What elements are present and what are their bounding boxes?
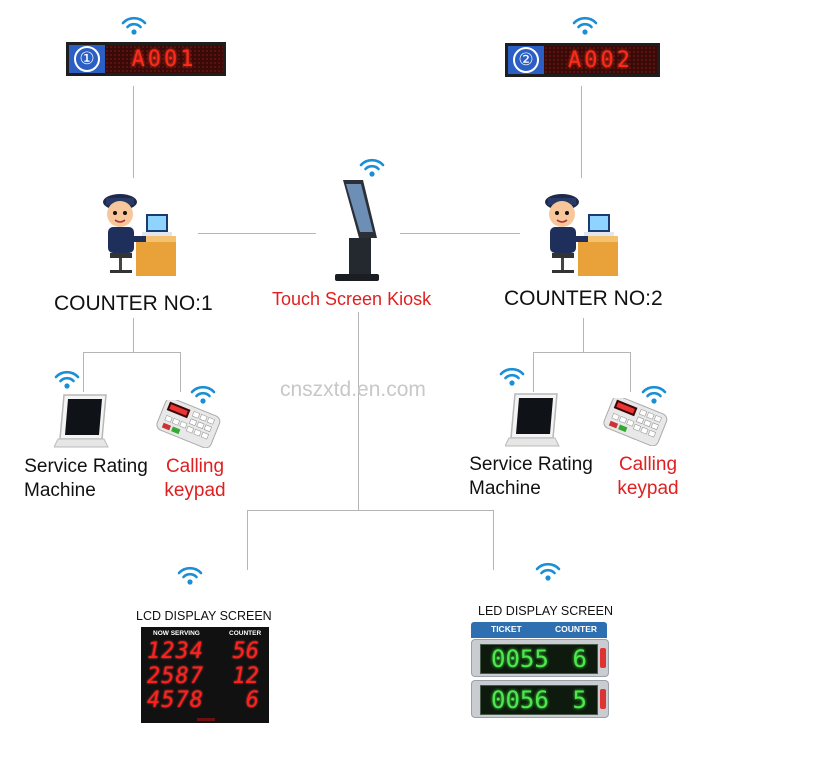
wifi-icon <box>641 385 667 404</box>
lcd-display-screen: NOW SERVING COUNTER 1234 56 2587 12 4578… <box>141 627 269 723</box>
led-row: 0056 5 <box>471 680 609 718</box>
lcd-row: 1234 56 <box>141 640 269 664</box>
connector-line <box>133 86 134 178</box>
led-header-bar: TICKET COUNTER <box>471 622 607 638</box>
ticket-code: A002 <box>568 47 633 73</box>
connector-line <box>83 352 84 392</box>
lcd-counter: 56 <box>232 639 260 664</box>
counter-badge: ② <box>508 46 544 74</box>
counter-1-label: COUNTER NO:1 <box>54 292 213 315</box>
connector-line <box>400 233 520 234</box>
counter-display-1: ① A001 <box>66 42 226 76</box>
label-line: Service Rating <box>469 454 593 475</box>
led-end-cap <box>600 689 606 709</box>
led-ticket: 0055 <box>491 645 549 673</box>
lcd-counter: 6 <box>245 688 259 713</box>
tablet-icon <box>54 394 109 448</box>
connector-line <box>581 86 582 178</box>
label-line: keypad <box>617 478 679 499</box>
connector-line <box>83 352 181 353</box>
officer-at-desk-icon <box>103 194 176 276</box>
led-end-cap <box>600 648 606 668</box>
wifi-icon <box>54 370 80 389</box>
counter-display-2: ② A002 <box>505 43 660 77</box>
wifi-icon <box>190 385 216 404</box>
connector-line <box>583 318 584 352</box>
lcd-counter: 12 <box>232 664 260 689</box>
label-line: keypad <box>164 480 226 501</box>
calling-keypad-label: Calling keypad <box>612 453 684 501</box>
officer-at-desk-icon <box>545 194 618 276</box>
service-rating-label: Service Rating Machine <box>461 453 601 501</box>
led-screen-title: LED DISPLAY SCREEN <box>478 604 614 618</box>
lcd-screen-title: LCD DISPLAY SCREEN <box>136 609 272 623</box>
connector-line <box>247 510 248 570</box>
service-rating-label: Service Rating Machine <box>16 455 156 503</box>
connector-line <box>180 352 181 392</box>
led-counter: 6 <box>572 645 587 673</box>
led-counter: 5 <box>572 686 587 714</box>
tablet-icon <box>505 393 560 447</box>
connector-line <box>198 233 316 234</box>
led-display-screen: TICKET COUNTER 0055 6 0056 5 <box>471 622 611 722</box>
lcd-header-counter: COUNTER <box>229 630 262 637</box>
lcd-header-serving: NOW SERVING <box>153 630 200 637</box>
led-ticket: 0056 <box>491 686 549 714</box>
keypad-icon <box>156 400 221 448</box>
connector-line <box>533 352 534 392</box>
lcd-ticket: 1234 <box>147 639 204 664</box>
lcd-row: 2587 12 <box>141 665 269 689</box>
calling-keypad-label: Calling keypad <box>160 455 230 503</box>
connector-line <box>133 318 134 352</box>
connector-line <box>533 352 631 353</box>
label-line: Machine <box>24 480 96 501</box>
connector-line <box>247 510 494 511</box>
led-header-counter: COUNTER <box>555 624 598 634</box>
wifi-icon <box>499 367 525 386</box>
connector-line <box>493 510 494 570</box>
lcd-row: 4578 6 <box>141 689 269 713</box>
counter-badge: ① <box>69 45 105 73</box>
counter-2-label: COUNTER NO:2 <box>504 287 663 310</box>
lcd-ticket: 4578 <box>147 688 204 713</box>
ticket-code: A001 <box>131 46 197 72</box>
label-line: Service Rating <box>24 456 148 477</box>
label-line: Machine <box>469 478 541 499</box>
led-window: 0056 5 <box>480 685 598 715</box>
led-header-ticket: TICKET <box>491 624 522 634</box>
lcd-logo-mark <box>197 718 215 721</box>
watermark: cnszxtd.en.com <box>280 378 426 401</box>
keypad-icon <box>603 398 668 446</box>
wifi-icon <box>572 16 598 35</box>
wifi-icon <box>359 158 385 177</box>
lcd-ticket: 2587 <box>147 664 204 689</box>
wifi-icon <box>121 16 147 35</box>
kiosk-label: Touch Screen Kiosk <box>272 289 432 309</box>
kiosk-icon <box>335 180 379 281</box>
connector-line <box>630 352 631 392</box>
led-window: 0055 6 <box>480 644 598 674</box>
wifi-icon <box>535 562 561 581</box>
label-line: Calling <box>618 454 678 475</box>
label-line: Calling <box>165 456 225 477</box>
wifi-icon <box>177 566 203 585</box>
led-row: 0055 6 <box>471 639 609 677</box>
connector-line <box>358 312 359 510</box>
